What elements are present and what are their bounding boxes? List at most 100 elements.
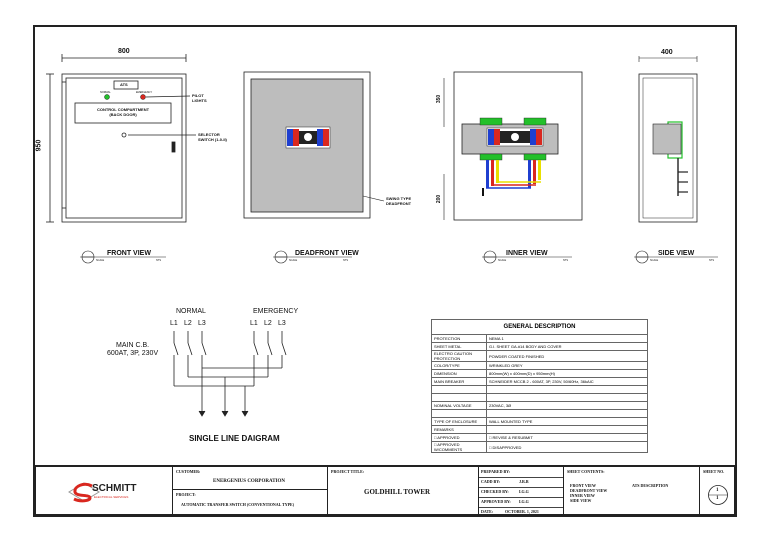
cadd-by-value: J.R.B bbox=[519, 479, 529, 484]
description-key: ELECTRO CAUTION PROTECTION bbox=[431, 350, 487, 362]
sld-emergency-l2: L2 bbox=[264, 320, 272, 327]
side-nts: NTS bbox=[709, 259, 714, 262]
deadfront-scale: SCALE bbox=[289, 259, 298, 262]
description-value: □ REVISE & RESUBMIT bbox=[486, 433, 648, 442]
sld-normal-l1: L1 bbox=[170, 320, 178, 327]
side-view-title: SIDE VIEW bbox=[658, 250, 695, 257]
sld-emergency-label: EMERGENCY bbox=[253, 308, 299, 315]
sheet-number-circle bbox=[708, 485, 728, 505]
title-block: SCHMITT ELECTRICAL SERVICES CUSTOMER: EN… bbox=[35, 465, 735, 515]
description-value bbox=[486, 393, 648, 402]
project-title-value: GOLDHILL TOWER bbox=[364, 488, 431, 496]
sheet-contents-cell: SHEET CONTENTS: FRONT VIEW DEADFRONT VIE… bbox=[563, 465, 700, 515]
deadfront-view-drawing bbox=[243, 71, 385, 219]
cadd-by-label: CADD BY: bbox=[481, 479, 501, 484]
content-front-view: FRONT VIEW bbox=[570, 483, 596, 488]
pilot-light-emergency bbox=[140, 94, 146, 100]
sld-title: SINGLE LINE DAIGRAM bbox=[189, 434, 280, 443]
dimension-400: 400 bbox=[661, 49, 673, 56]
front-view-title: FRONT VIEW bbox=[107, 250, 151, 257]
project-title-cell: PROJECT TITLE: GOLDHILL TOWER bbox=[327, 465, 479, 515]
dimension-950: 950 bbox=[35, 139, 43, 152]
description-key bbox=[431, 409, 487, 418]
description-value bbox=[486, 385, 648, 394]
schmitt-logo-icon bbox=[68, 482, 100, 503]
description-value: SCHNEIDER MCCB 2 - 600AT, 3P, 230V, 50/6… bbox=[486, 377, 648, 386]
sld-emergency-l3: L3 bbox=[278, 320, 286, 327]
approved-by-label: APPROVED BY: bbox=[481, 499, 511, 504]
customer-label: CUSTOMER: bbox=[176, 469, 201, 474]
pilot-light-normal bbox=[104, 94, 110, 100]
description-key bbox=[431, 393, 487, 402]
project-title-label: PROJECT TITLE: bbox=[331, 469, 365, 474]
description-key: MAIN BREAKER bbox=[431, 377, 487, 386]
description-row bbox=[431, 409, 648, 418]
description-value: 800mm(W) x 400mm(D) x 950mm(H) bbox=[486, 369, 648, 378]
dimension-200: 200 bbox=[436, 194, 443, 204]
inner-view-title: INNER VIEW bbox=[506, 250, 548, 257]
date-value: OCTOBER. 1, 2021 bbox=[505, 509, 539, 514]
dimension-800: 800 bbox=[118, 48, 130, 55]
sheet-no-top: 1 bbox=[716, 488, 719, 493]
date-label: DATE: bbox=[481, 509, 494, 514]
signoff-cell: PREPARED BY: CADD BY: J.R.B CHECKED BY: … bbox=[478, 465, 564, 515]
sheet-no-bottom: 1 bbox=[716, 496, 719, 501]
customer-value: ENERGENIUS CORPORATION bbox=[213, 479, 285, 484]
ats-label: ATS bbox=[120, 82, 128, 87]
description-row bbox=[431, 385, 648, 394]
inner-scale: SCALE bbox=[498, 259, 507, 262]
content-side-view: SIDE VIEW bbox=[570, 498, 592, 503]
view-label-markers bbox=[80, 250, 718, 264]
description-key bbox=[431, 385, 487, 394]
description-value: WALL MOUNTED TYPE bbox=[486, 417, 648, 426]
description-key: TYPE OF ENCLOSURE bbox=[431, 417, 487, 426]
project-value: AUTOMATIC TRANSFER SWITCH (CONVENTIONAL … bbox=[181, 502, 295, 507]
description-value: WRINKLED GREY bbox=[486, 361, 648, 370]
pilot-lights-label: PILOT LIGHTS bbox=[192, 93, 207, 103]
content-ats-description: ATS DESCRIPTION bbox=[632, 483, 669, 488]
project-label: PROJECT: bbox=[176, 492, 196, 497]
description-key: REMARKS bbox=[431, 425, 487, 434]
sld-normal-l3: L3 bbox=[198, 320, 206, 327]
description-value: □ DISAPPROVED bbox=[486, 441, 648, 453]
inner-nts: NTS bbox=[563, 259, 568, 262]
checked-by-value: I.G.G bbox=[519, 489, 529, 494]
swing-type-label: SWING TYPE DEADFRONT bbox=[386, 196, 412, 206]
content-inner-view: INNER VIEW bbox=[570, 493, 595, 498]
main-cb-label: MAIN C.B. 600AT, 3P, 230V bbox=[107, 342, 159, 357]
project-cell: PROJECT: AUTOMATIC TRANSFER SWITCH (CONV… bbox=[172, 489, 328, 515]
description-key: NOMINAL VOLTAGE bbox=[431, 401, 487, 410]
description-key: DIMENSION bbox=[431, 369, 487, 378]
description-value bbox=[486, 409, 648, 418]
sld-normal-label: NORMAL bbox=[176, 308, 206, 315]
logo-cell: SCHMITT ELECTRICAL SERVICES bbox=[35, 465, 173, 515]
content-deadfront-view: DEADFRONT VIEW bbox=[570, 488, 608, 493]
prepared-by-label: PREPARED BY: bbox=[481, 469, 511, 474]
single-line-diagram bbox=[173, 331, 287, 417]
selector-switch-label: SELECTOR SWITCH (1-0-II) bbox=[198, 132, 227, 142]
description-value: G.I. SHEET GA.#14 BODY AND COVER bbox=[486, 342, 648, 351]
description-row bbox=[431, 393, 648, 402]
control-compartment-label: CONTROL COMPARTMENT (BACK DOOR) bbox=[96, 107, 150, 117]
sheet-no-label: SHEET NO. bbox=[703, 469, 725, 474]
dimension-350: 350 bbox=[436, 94, 443, 104]
checked-by-label: CHECKED BY: bbox=[481, 489, 509, 494]
deadfront-nts: NTS bbox=[343, 259, 348, 262]
front-view-drawing bbox=[46, 54, 196, 223]
inner-view-drawing bbox=[443, 71, 583, 221]
side-view-drawing bbox=[638, 56, 698, 223]
description-row: □ APPROVED□ REVISE & RESUBMIT bbox=[431, 433, 648, 442]
description-key: PROTECTION bbox=[431, 334, 487, 343]
logo-text: SCHMITT bbox=[92, 483, 137, 494]
description-value: 230VAC, 3Ø bbox=[486, 401, 648, 410]
description-key: □ APPROVED bbox=[431, 433, 487, 442]
deadfront-view-title: DEADFRONT VIEW bbox=[295, 250, 359, 257]
description-key: COLOR/TYPE bbox=[431, 361, 487, 370]
drawing-sheet-border bbox=[33, 25, 737, 517]
